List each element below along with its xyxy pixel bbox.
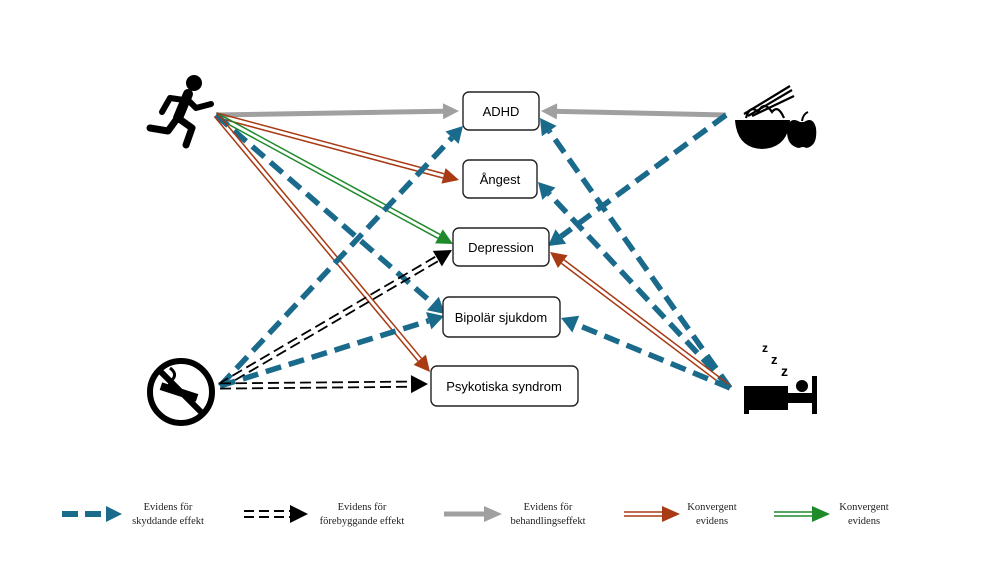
food-bowl-apple-icon (735, 85, 817, 149)
node-adhd-label: ADHD (483, 104, 520, 119)
svg-text:z: z (771, 352, 778, 367)
arrow-smoking-to-depression (218, 250, 452, 390)
legend-treatment: Evidens för behandlingseffekt (444, 502, 586, 527)
arrow-sleep-to-bipolar (561, 315, 732, 391)
legend-treatment-line1: Evidens för (524, 502, 573, 513)
arrow-smoking-to-adhd (217, 126, 463, 388)
sleeping-bed-icon: z z z (744, 341, 817, 414)
legend-protective: Evidens för skyddande effekt (62, 502, 204, 527)
arrow-smoking-to-psykotiska (219, 375, 428, 394)
node-angest: Ångest (462, 159, 538, 199)
svg-text:z: z (781, 363, 788, 379)
node-psykotiska-label: Psykotiska syndrom (446, 379, 562, 394)
node-bipolar: Bipolär sjukdom (442, 296, 561, 338)
svg-text:z: z (762, 341, 768, 355)
arrow-sleep-to-depression (550, 252, 732, 391)
arrow-sleep-to-angest (538, 182, 733, 390)
legend-convergent-green: Konvergent evidens (774, 502, 889, 527)
arrow-exercise-to-bipolar (214, 112, 445, 314)
legend-protective-line2: skyddande effekt (132, 516, 204, 527)
node-adhd: ADHD (462, 91, 540, 131)
no-smoking-icon (147, 358, 215, 426)
legend-treatment-line2: behandlingseffekt (510, 516, 585, 527)
node-depression: Depression (452, 227, 550, 267)
arrow-nutrition-to-adhd (541, 103, 727, 120)
legend-preventive-line2: förebyggande effekt (320, 516, 405, 527)
arrow-sleep-to-adhd (540, 118, 733, 390)
running-person-icon (146, 75, 214, 149)
node-depression-label: Depression (468, 240, 534, 255)
legend-preventive: Evidens för förebyggande effekt (244, 502, 404, 527)
legend-convergent-red: Konvergent evidens (624, 502, 737, 527)
legend: Evidens för skyddande effekt Evidens för… (62, 502, 889, 527)
legend-convergent-red-line2: evidens (696, 516, 728, 527)
node-psykotiska: Psykotiska syndrom (430, 365, 579, 407)
node-bipolar-label: Bipolär sjukdom (455, 310, 548, 325)
legend-preventive-line1: Evidens för (338, 502, 387, 513)
node-angest-label: Ångest (480, 172, 521, 187)
arrow-nutrition-to-depression (548, 112, 728, 246)
arrow-exercise-to-depression (214, 112, 453, 244)
arrow-exercise-to-angest (215, 112, 459, 184)
legend-convergent-green-line2: evidens (848, 516, 880, 527)
legend-convergent-green-line1: Konvergent (839, 502, 888, 513)
legend-convergent-red-line1: Konvergent (687, 502, 736, 513)
legend-protective-line1: Evidens för (144, 502, 193, 513)
arrow-exercise-to-adhd (215, 103, 459, 120)
edges-layer (213, 103, 733, 394)
arrow-smoking-to-bipolar (219, 312, 444, 389)
arrow-exercise-to-psykotiska (213, 113, 430, 372)
